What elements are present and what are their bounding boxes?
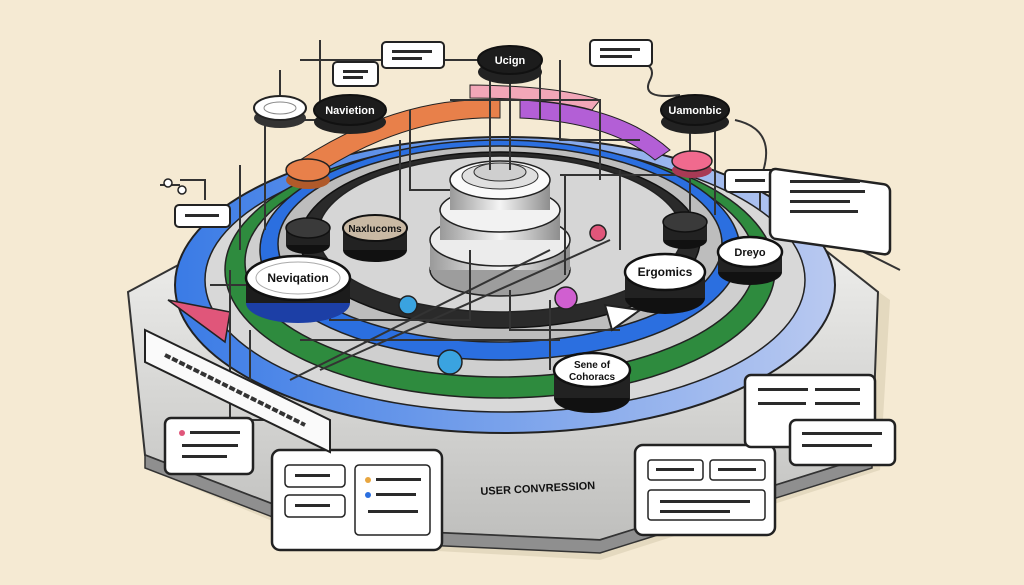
node-mid: Naxlucoms	[342, 214, 408, 262]
accent-wedge	[167, 299, 231, 344]
label-usability: Uamonbic	[668, 105, 721, 117]
node-design-right: Dreyo	[716, 235, 784, 285]
label-coherence-line1: Sene of	[574, 360, 611, 371]
card-right-stack	[743, 373, 897, 467]
card-small-left	[332, 61, 379, 87]
card-top-right	[589, 39, 653, 67]
label-navigation-top: Navietion	[325, 105, 375, 117]
node-design: Ucign	[477, 45, 543, 84]
node-small-left	[253, 95, 307, 128]
card-bottom-right	[633, 443, 777, 537]
dot-pink	[554, 286, 578, 310]
node-navigation-top: Navietion	[313, 94, 387, 134]
card-left-mini	[174, 204, 231, 228]
card-right-large	[768, 167, 892, 256]
caption-plate	[144, 328, 331, 454]
node-ergonomics: Ergomics	[623, 252, 707, 314]
label-design-right: Dreyo	[734, 247, 765, 259]
dot-small-1	[163, 178, 173, 188]
dot-small-2	[177, 185, 187, 195]
node-pink	[671, 150, 713, 178]
node-navigation-main: Neviqation	[244, 254, 352, 323]
node-dark-left	[285, 217, 331, 254]
label-navigation-main: Neviqation	[267, 271, 328, 285]
card-bottom-center	[270, 448, 444, 552]
card-top-left	[381, 41, 445, 69]
node-coherence: Sene of Cohoracs	[552, 351, 632, 413]
ring-purple-arc	[519, 99, 671, 161]
dot-blue-1	[398, 295, 418, 315]
node-usability: Uamonbic	[660, 94, 730, 134]
label-ergonomics: Ergomics	[638, 265, 693, 279]
ring-pink-arc	[469, 84, 601, 111]
dot-blue-2	[437, 349, 463, 375]
dot-red	[589, 224, 607, 242]
card-right-mini	[724, 169, 776, 193]
label-design: Ucign	[495, 55, 526, 67]
label-coherence-line2: Cohoracs	[569, 372, 616, 383]
node-dark-right	[662, 211, 708, 249]
card-bottom-left	[163, 416, 255, 476]
pin-icon	[603, 303, 643, 332]
node-orange	[285, 158, 331, 189]
label-mid-node: Naxlucoms	[348, 224, 402, 235]
